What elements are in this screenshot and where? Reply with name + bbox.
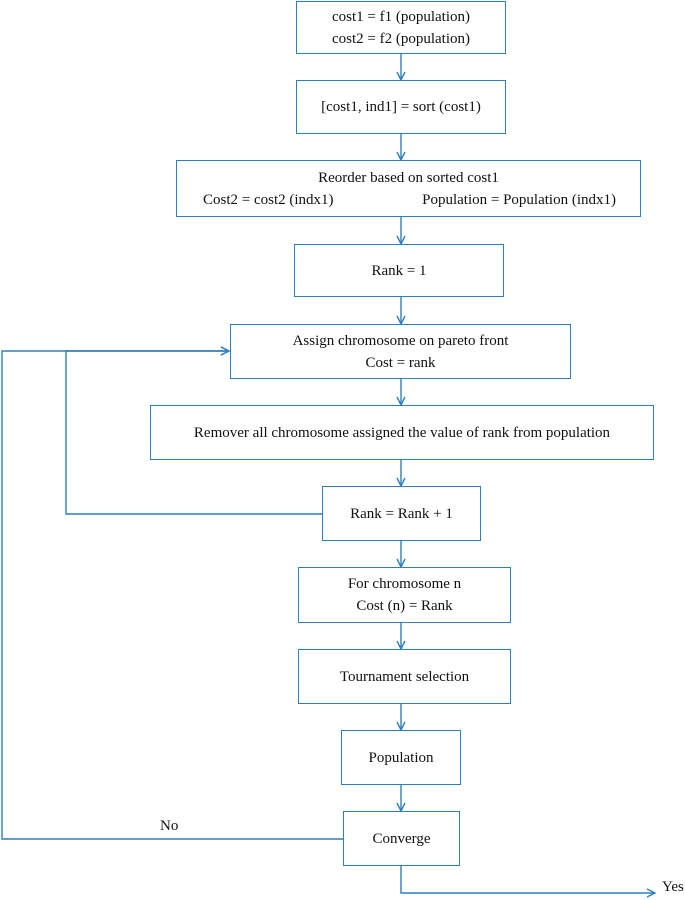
population-line1: Population: [368, 749, 434, 766]
chromosome-cost-line2: Cost (n) = Rank: [356, 598, 453, 614]
rank-increment-box: Rank = Rank + 1: [322, 486, 481, 541]
no-label: No: [160, 818, 179, 834]
init-costs-box: cost1 = f1 (population) cost2 = f2 (popu…: [296, 1, 506, 54]
init-costs-line2: cost2 = f2 (population): [331, 30, 471, 47]
population-box: Population: [341, 730, 461, 785]
reorder-line1: Reorder based on sorted cost1: [318, 169, 499, 186]
loop-no-back-to-assign: [1, 351, 343, 840]
remove-assigned-line1: Remover all chromosome assigned the valu…: [193, 424, 611, 441]
arrow-converge-yes: [400, 866, 655, 893]
rank-init-box: Rank = 1: [294, 244, 504, 297]
converge-box: Converge: [343, 811, 460, 866]
chromosome-cost-box: For chromosome n Cost (n) = Rank: [298, 567, 511, 623]
tournament-line1: Tournament selection: [339, 668, 470, 685]
yes-label: Yes: [662, 879, 684, 895]
rank-increment-line1: Rank = Rank + 1: [350, 505, 453, 522]
reorder-line2-right: Population = Population (indx1): [422, 191, 616, 208]
init-costs-line1: cost1 = f1 (population): [331, 8, 471, 25]
assign-front-line1: Assign chromosome on pareto front: [292, 332, 509, 349]
chromosome-cost-line1: For chromosome n: [347, 576, 462, 592]
sort-cost-line1: [cost1, ind1] = sort (cost1): [321, 99, 481, 115]
converge-line1: Converge: [372, 830, 431, 847]
remove-assigned-box: Remover all chromosome assigned the valu…: [150, 405, 654, 460]
sort-cost-box: [cost1, ind1] = sort (cost1): [296, 80, 506, 134]
rank-init-line1: Rank = 1: [371, 262, 427, 279]
assign-front-line2: Cost = rank: [365, 354, 436, 371]
reorder-line2-left: Cost2 = cost2 (indx1): [203, 191, 334, 208]
reorder-line2: Cost2 = cost2 (indx1) Population = Popul…: [177, 189, 640, 211]
tournament-box: Tournament selection: [298, 649, 511, 704]
reorder-box: Reorder based on sorted cost1 Cost2 = co…: [176, 160, 641, 217]
assign-front-box: Assign chromosome on pareto front Cost =…: [230, 324, 571, 379]
